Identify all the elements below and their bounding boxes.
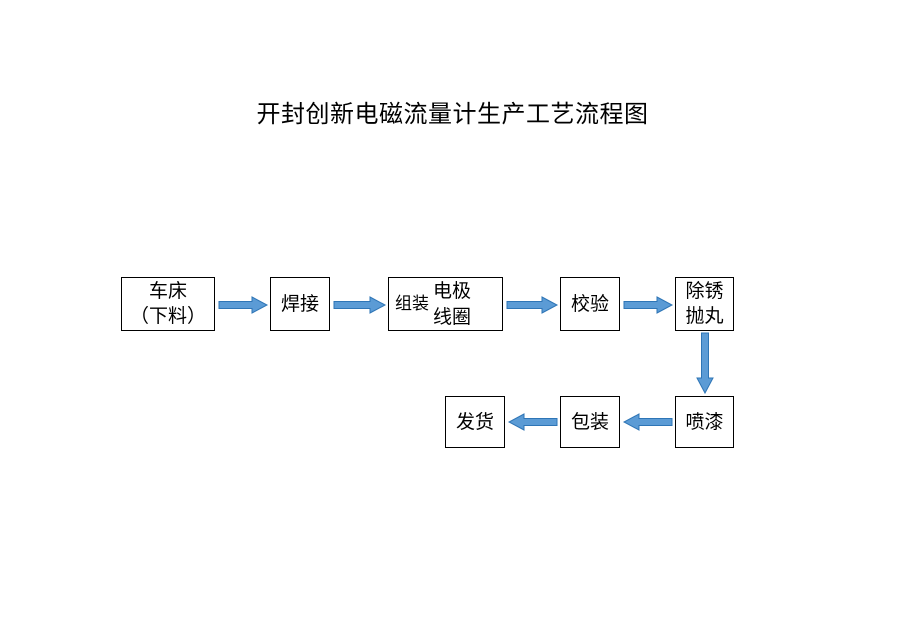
flow-node-assembly[interactable]: 组装 电极 线圈 xyxy=(388,277,503,331)
flow-node-painting-label: 喷漆 xyxy=(685,410,724,433)
flow-node-derust-label: 除锈 抛丸 xyxy=(685,280,724,327)
page-title: 开封创新电磁流量计生产工艺流程图 xyxy=(256,100,649,128)
flow-node-calibrate-label: 校验 xyxy=(570,292,609,315)
arrow-derust-to-painting xyxy=(696,332,714,395)
flow-node-assembly-label: 组装 xyxy=(395,293,429,314)
arrow-painting-to-packing xyxy=(622,413,673,431)
flow-node-packing-label: 包装 xyxy=(570,410,609,433)
flow-node-lathe[interactable]: 车床 （下料） xyxy=(121,277,215,331)
flow-node-packing[interactable]: 包装 xyxy=(560,396,620,448)
flow-node-painting[interactable]: 喷漆 xyxy=(675,396,734,448)
flow-node-welding[interactable]: 焊接 xyxy=(270,277,330,331)
flow-node-calibrate[interactable]: 校验 xyxy=(560,277,620,331)
arrow-calibrate-to-derust xyxy=(623,296,674,314)
flow-node-derust[interactable]: 除锈 抛丸 xyxy=(675,277,734,331)
flow-node-assembly-sub-label: 电极 线圈 xyxy=(433,280,472,328)
flow-node-welding-label: 焊接 xyxy=(280,292,319,315)
arrow-assembly-to-calibrate xyxy=(506,296,559,314)
flow-node-shipping-label: 发货 xyxy=(455,410,494,433)
arrow-packing-to-shipping xyxy=(507,413,558,431)
arrow-welding-to-assembly xyxy=(333,296,387,314)
flow-node-lathe-label: 车床 （下料） xyxy=(129,280,206,327)
arrow-lathe-to-welding xyxy=(218,296,269,314)
flow-node-shipping[interactable]: 发货 xyxy=(445,396,505,448)
